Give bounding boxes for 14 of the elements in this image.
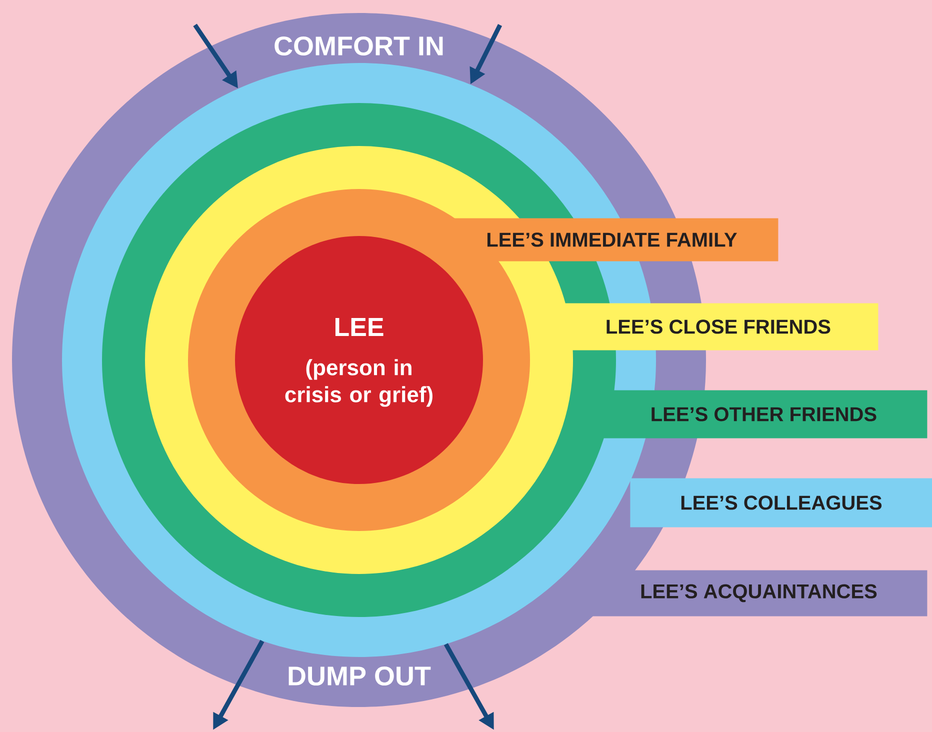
ring-label: COMFORT IN bbox=[274, 36, 443, 56]
label-band: LEE’S IMMEDIATE FAMILY bbox=[445, 218, 778, 262]
label-band: LEE’S ACQUAINTANCES bbox=[590, 570, 928, 616]
node-label: LEE’S IMMEDIATE FAMILY bbox=[487, 232, 737, 247]
circle-label: LEE bbox=[335, 318, 384, 336]
node-label: LEE’S CLOSE FRIENDS bbox=[606, 320, 830, 334]
ring-label: DUMP OUT bbox=[288, 666, 431, 686]
label-band: LEE’S OTHER FRIENDS bbox=[600, 390, 928, 438]
label-band: LEE’S CLOSE FRIENDS bbox=[558, 303, 878, 350]
node-label: LEE’S OTHER FRIENDS bbox=[652, 407, 876, 422]
center-circle bbox=[235, 236, 483, 484]
circle-label: (person in crisis or grief) bbox=[285, 359, 432, 407]
label-band: LEE’S COLLEAGUES bbox=[630, 478, 932, 528]
node-label: LEE’S ACQUAINTANCES bbox=[641, 584, 877, 602]
